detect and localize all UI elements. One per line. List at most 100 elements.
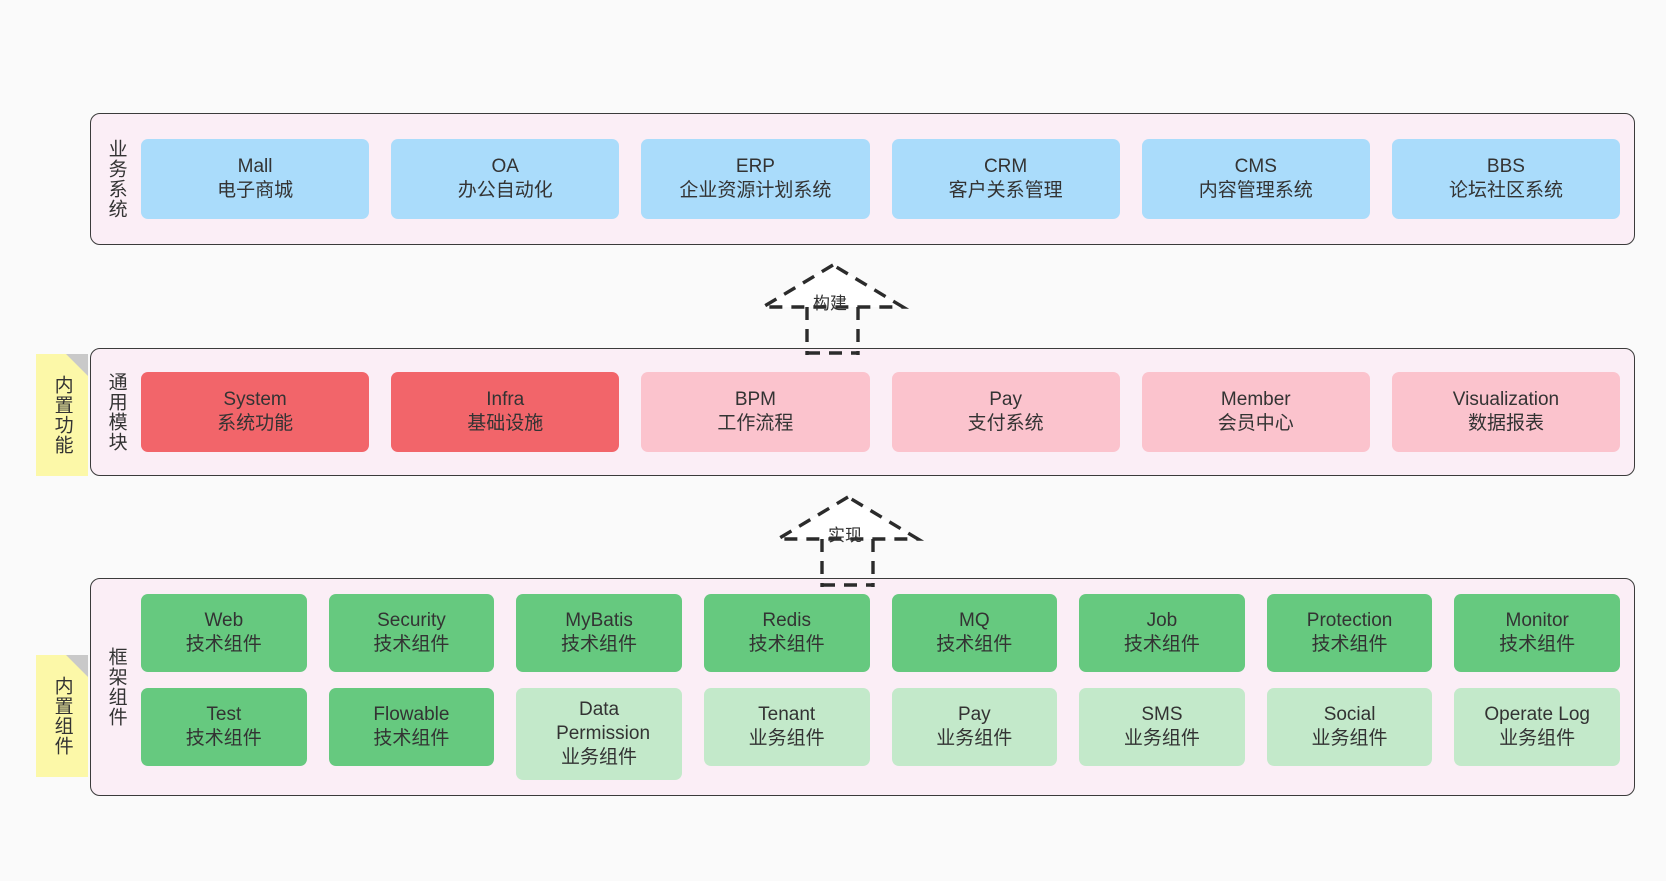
node-title: Operate Log: [1484, 703, 1590, 725]
node-crm[interactable]: CRM 客户关系管理: [891, 139, 1120, 219]
node-subtitle: 业务组件: [748, 728, 825, 749]
node-subtitle: 技术组件: [748, 634, 825, 655]
node-infra[interactable]: Infra 基础设施: [391, 372, 620, 452]
layer-body-business-system: Mall 电子商城 OA 办公自动化 ERP 企业资源计划系统 CRM 客户关系…: [141, 114, 1634, 244]
note-builtin-function: 内置功能: [36, 354, 88, 476]
node-job[interactable]: Job 技术组件: [1079, 594, 1245, 672]
connector-build-label: 构建: [813, 294, 847, 313]
node-member[interactable]: Member 会员中心: [1141, 372, 1370, 452]
node-title: Pay: [957, 703, 991, 725]
node-security[interactable]: Security 技术组件: [328, 594, 495, 672]
node-title: CMS: [1234, 155, 1277, 177]
node-oa[interactable]: OA 办公自动化: [391, 139, 620, 219]
node-subtitle: 办公自动化: [457, 180, 553, 201]
node-row: System 系统功能 Infra 基础设施 BPM 工作流程 Pay 支付系统…: [141, 372, 1621, 452]
node-social[interactable]: Social 业务组件: [1266, 688, 1433, 766]
node-operate-log[interactable]: Operate Log 业务组件: [1454, 688, 1620, 766]
node-cms[interactable]: CMS 内容管理系统: [1141, 139, 1370, 219]
note-label: 内置功能: [51, 375, 73, 455]
node-title: Test: [206, 703, 242, 725]
node-subtitle: 业务组件: [1311, 728, 1388, 749]
node-title: Tenant: [758, 703, 816, 725]
node-title: OA: [491, 155, 519, 177]
note-builtin-component: 内置组件: [36, 655, 88, 777]
node-title: BPM: [734, 388, 777, 410]
node-pay-component[interactable]: Pay 业务组件: [891, 688, 1058, 766]
node-title: BBS: [1486, 155, 1525, 177]
node-subtitle: 会员中心: [1217, 413, 1294, 434]
node-redis[interactable]: Redis 技术组件: [703, 594, 870, 672]
build-arrow-icon: [756, 263, 910, 355]
node-sms[interactable]: SMS 业务组件: [1079, 688, 1245, 766]
node-bpm[interactable]: BPM 工作流程: [641, 372, 870, 452]
node-title: MQ: [959, 609, 990, 631]
layer-title-framework-component: 框架组件: [105, 647, 127, 727]
connector-implement-label: 实现: [828, 526, 862, 545]
node-subtitle: 技术组件: [561, 634, 638, 655]
note-label: 内置组件: [51, 676, 73, 756]
layer-common-module: 通用模块 System 系统功能 Infra 基础设施 BPM 工作流程 Pay…: [90, 348, 1635, 476]
node-pay[interactable]: Pay 支付系统: [891, 372, 1120, 452]
node-subtitle: 业务组件: [936, 728, 1013, 749]
node-monitor[interactable]: Monitor 技术组件: [1454, 594, 1620, 672]
note-fold-corner-icon: [66, 354, 88, 376]
layer-body-framework-component: Web 技术组件 Security 技术组件 MyBatis 技术组件 Redi…: [141, 579, 1634, 795]
layer-title-business-system: 业务系统: [105, 139, 127, 219]
node-title: Monitor: [1505, 609, 1569, 631]
node-subtitle: 工作流程: [717, 413, 794, 434]
node-subtitle: 数据报表: [1467, 413, 1544, 434]
node-flowable[interactable]: Flowable 技术组件: [328, 688, 495, 766]
node-subtitle: 业务组件: [1123, 728, 1200, 749]
node-test[interactable]: Test 技术组件: [141, 688, 307, 766]
node-subtitle: 企业资源计划系统: [679, 180, 832, 201]
node-title: Visualization: [1452, 388, 1560, 410]
node-subtitle: 技术组件: [373, 634, 450, 655]
node-subtitle: 支付系统: [967, 413, 1044, 434]
node-system[interactable]: System 系统功能: [141, 372, 370, 452]
node-subtitle: 技术组件: [373, 728, 450, 749]
node-title: Protection: [1306, 609, 1393, 631]
node-subtitle: 技术组件: [936, 634, 1013, 655]
connector-build: 构建: [745, 255, 935, 355]
node-bbs[interactable]: BBS 论坛社区系统: [1391, 139, 1621, 219]
note-fold-corner-icon: [66, 655, 88, 677]
node-title: Mall: [237, 155, 273, 177]
node-row: Test 技术组件 Flowable 技术组件 Data Permission …: [141, 688, 1620, 780]
layer-framework-component: 框架组件 Web 技术组件 Security 技术组件 MyBatis 技术组件…: [90, 578, 1635, 796]
node-subtitle: 基础设施: [467, 413, 544, 434]
node-subtitle: 业务组件: [1499, 728, 1576, 749]
node-subtitle: 业务组件: [561, 747, 638, 769]
node-web[interactable]: Web 技术组件: [141, 594, 307, 672]
node-title: Social: [1323, 703, 1376, 725]
node-title: SMS: [1141, 703, 1183, 725]
node-mybatis[interactable]: MyBatis 技术组件: [516, 594, 682, 672]
node-title: MyBatis: [565, 609, 633, 631]
node-title: Job: [1146, 609, 1178, 631]
node-subtitle: 系统功能: [217, 413, 294, 434]
implement-arrow-icon: [771, 495, 925, 587]
node-visualization[interactable]: Visualization 数据报表: [1391, 372, 1621, 452]
node-row: Web 技术组件 Security 技术组件 MyBatis 技术组件 Redi…: [141, 594, 1620, 672]
node-subtitle: 技术组件: [185, 634, 262, 655]
node-data-permission[interactable]: Data Permission 业务组件: [516, 688, 682, 780]
node-subtitle: 内容管理系统: [1198, 180, 1313, 201]
node-mall[interactable]: Mall 电子商城: [141, 139, 370, 219]
node-mq[interactable]: MQ 技术组件: [891, 594, 1058, 672]
node-protection[interactable]: Protection 技术组件: [1266, 594, 1433, 672]
node-erp[interactable]: ERP 企业资源计划系统: [641, 139, 870, 219]
node-title: Member: [1220, 388, 1291, 410]
node-title: Data Permission: [556, 698, 651, 744]
node-title: Security: [377, 609, 446, 631]
node-title: System: [223, 388, 287, 410]
node-tenant[interactable]: Tenant 业务组件: [703, 688, 870, 766]
layer-business-system: 业务系统 Mall 电子商城 OA 办公自动化 ERP 企业资源计划系统 CRM…: [90, 113, 1635, 245]
node-title: Infra: [486, 388, 525, 410]
node-title: Web: [204, 609, 244, 631]
node-subtitle: 技术组件: [1311, 634, 1388, 655]
node-subtitle: 技术组件: [1499, 634, 1576, 655]
node-subtitle: 电子商城: [217, 180, 294, 201]
layer-title-common-module: 通用模块: [105, 372, 127, 452]
node-subtitle: 论坛社区系统: [1448, 180, 1563, 201]
node-row: Mall 电子商城 OA 办公自动化 ERP 企业资源计划系统 CRM 客户关系…: [141, 139, 1621, 219]
